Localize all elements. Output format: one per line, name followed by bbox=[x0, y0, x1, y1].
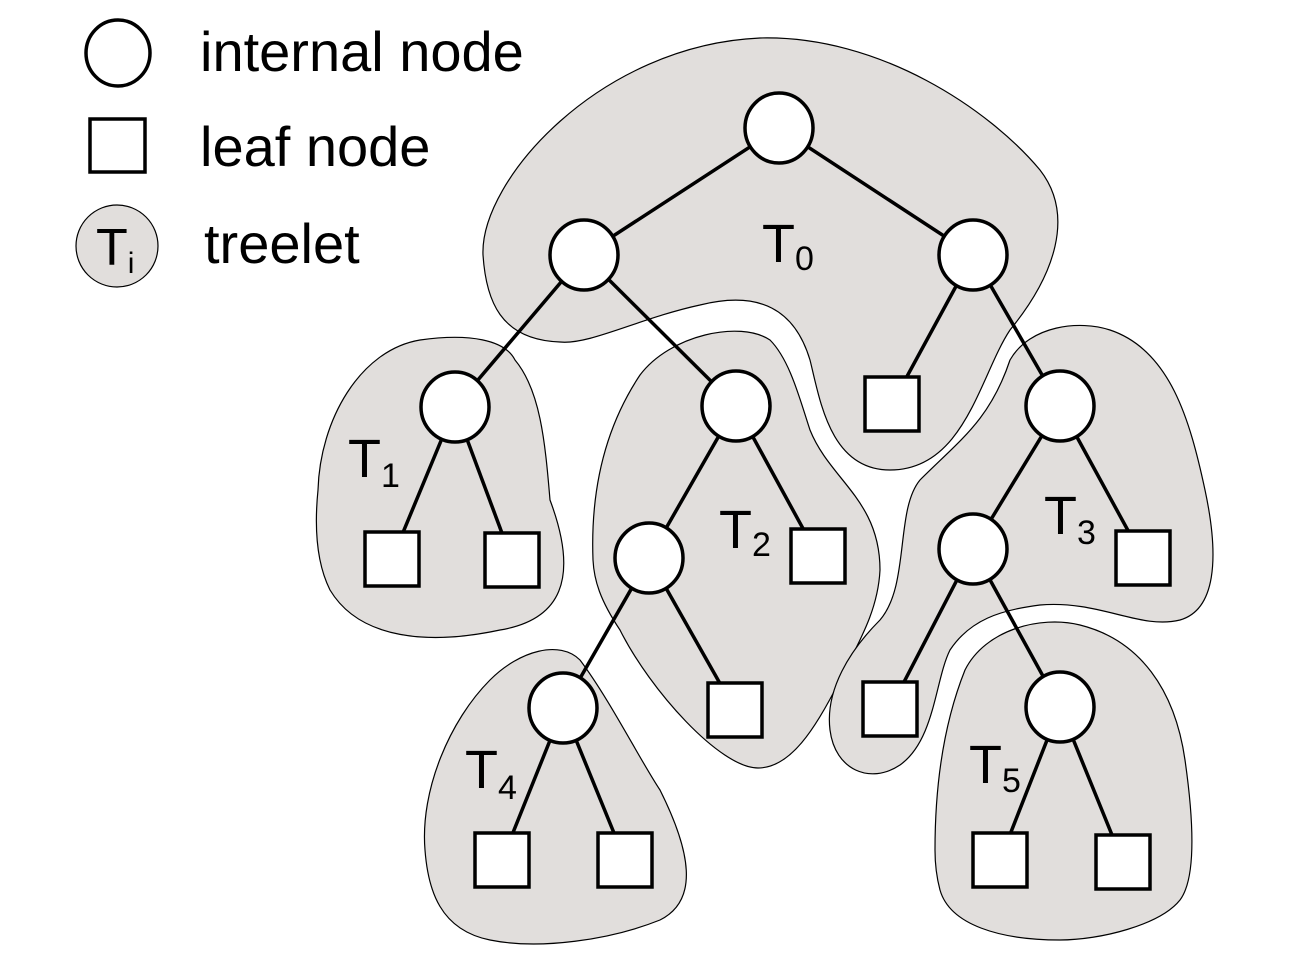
legend-square-icon bbox=[88, 117, 147, 174]
leaf-node-l8-T1 bbox=[483, 531, 541, 589]
treelet-label-T4: T4 bbox=[465, 740, 517, 807]
leaf-node-l12-T3 bbox=[1114, 529, 1172, 587]
treelet-label-T0: T0 bbox=[762, 214, 814, 278]
internal-node-n13-T4 bbox=[527, 671, 599, 745]
leaf-node-l7-T1 bbox=[363, 530, 421, 588]
legend-label-internal-node: internal node bbox=[200, 20, 524, 83]
leaf-node-l17-T4 bbox=[473, 831, 531, 889]
legend: internal node leaf node Ti treelet bbox=[75, 18, 524, 288]
treelet-T3-region bbox=[828, 324, 1214, 775]
leaf-node-l18-T4 bbox=[596, 831, 654, 889]
legend-circle-icon bbox=[84, 18, 152, 88]
treelet-label-T2: T2 bbox=[719, 500, 771, 564]
legend-label-treelet: treelet bbox=[204, 212, 360, 275]
leaf-node-l5-T0 bbox=[863, 375, 921, 433]
leaf-node-l14-T2 bbox=[706, 681, 764, 739]
internal-node-n2-T0 bbox=[937, 218, 1009, 292]
legend-treelet-icon bbox=[75, 204, 159, 288]
treelet-T2-region bbox=[592, 330, 881, 769]
internal-node-n4-T2 bbox=[700, 369, 772, 443]
leaf-node-l20-T5 bbox=[1094, 833, 1152, 891]
treelet-label-T1: T1 bbox=[348, 429, 400, 495]
internal-node-n3-T1 bbox=[419, 370, 491, 444]
internal-node-n11-T3 bbox=[937, 512, 1009, 586]
internal-node-n1-T0 bbox=[548, 218, 620, 292]
leaf-node-l15-T3 bbox=[861, 680, 919, 738]
internal-node-n0-T0 bbox=[743, 91, 815, 165]
leaf-node-l19-T5 bbox=[971, 831, 1029, 889]
treelet-label-T5: T5 bbox=[969, 735, 1021, 800]
treelet-label-T3: T3 bbox=[1044, 486, 1096, 552]
legend-treelet-symbol: Ti bbox=[96, 219, 134, 280]
edge-n0-n1 bbox=[583, 126, 780, 257]
internal-node-n9-T2 bbox=[613, 521, 685, 595]
leaf-node-l10-T2 bbox=[789, 527, 847, 585]
legend-label-leaf-node: leaf node bbox=[200, 115, 430, 178]
internal-node-n16-T5 bbox=[1024, 670, 1096, 744]
edge-n0-n2 bbox=[778, 126, 974, 257]
internal-node-n6-T3 bbox=[1024, 369, 1096, 443]
